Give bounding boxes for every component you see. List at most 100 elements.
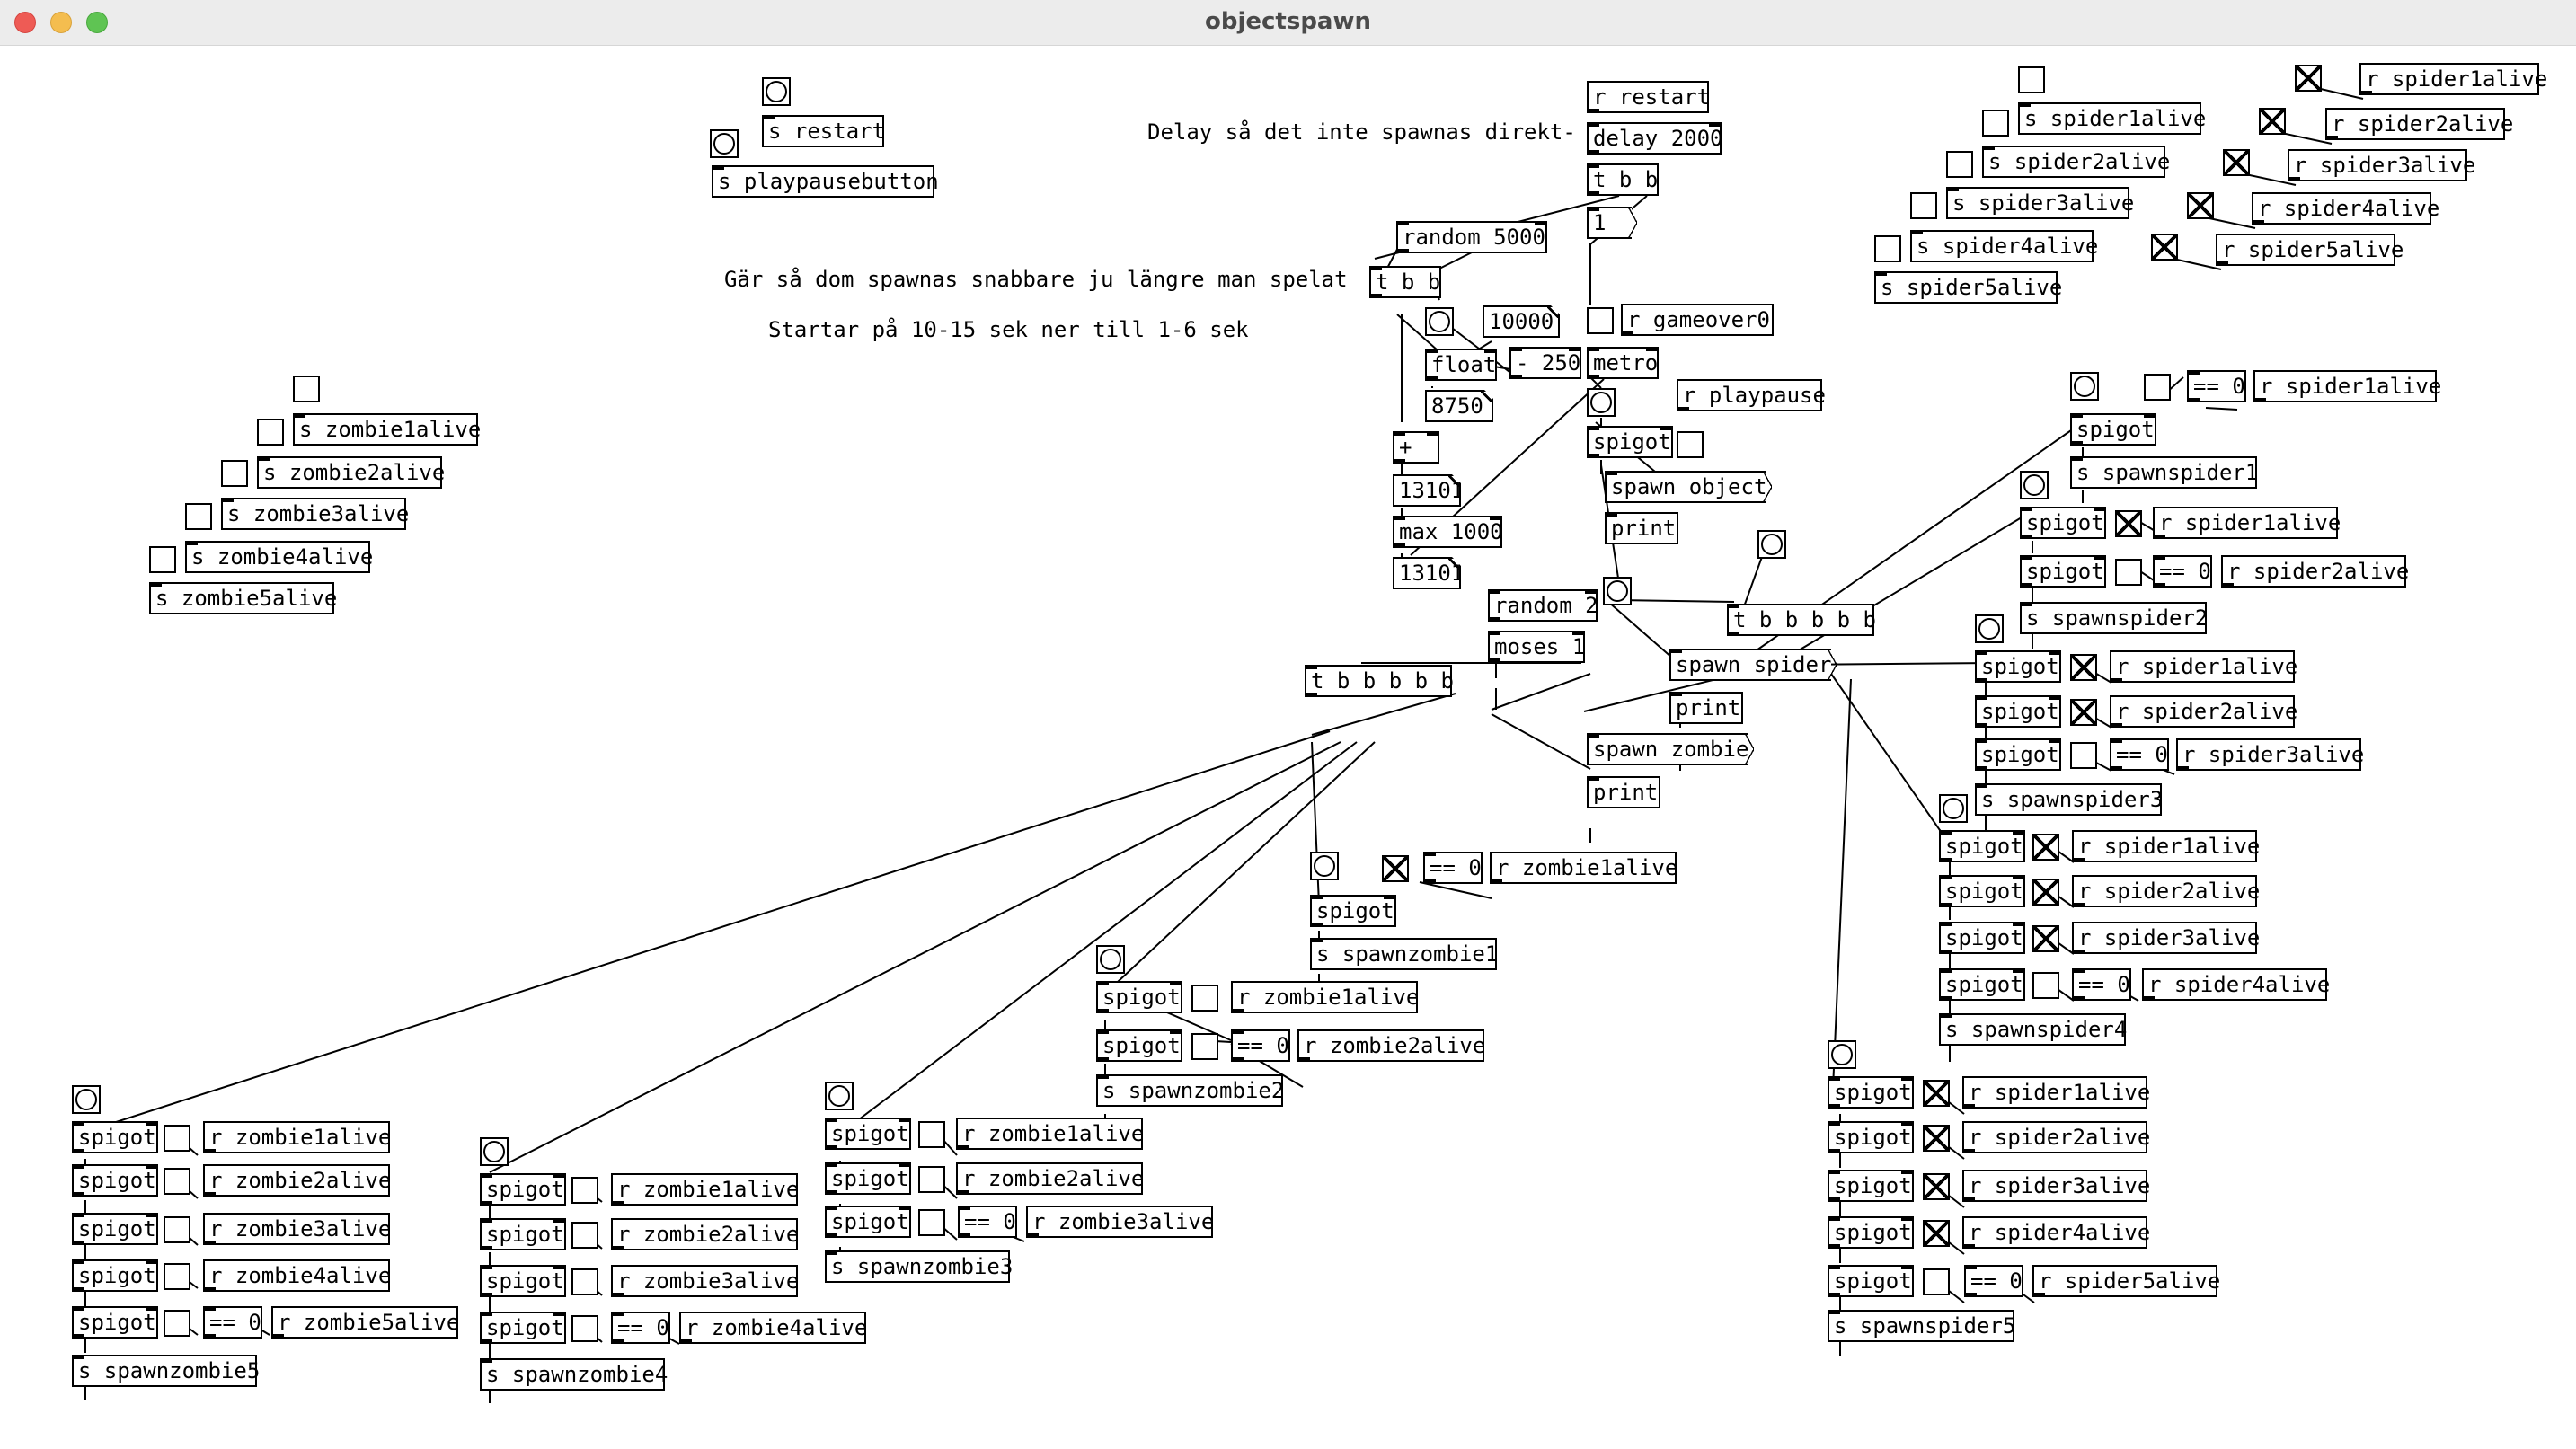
- zombie3-col-t1[interactable]: [918, 1121, 945, 1148]
- gameover-toggle[interactable]: [1587, 307, 1614, 334]
- minimize-button[interactable]: [50, 12, 72, 33]
- spider1-spawn-bang[interactable]: [2070, 372, 2099, 401]
- object-r-spider3alive[interactable]: r spider3alive: [2072, 922, 2260, 954]
- object-spigot[interactable]: spigot: [1828, 1265, 1914, 1297]
- object-print-spider[interactable]: print: [1669, 692, 1743, 724]
- object-spigot[interactable]: spigot: [1939, 830, 2025, 862]
- object-r-spider2alive[interactable]: r spider2alive: [2110, 695, 2297, 728]
- spider3-spawn-bang[interactable]: [1975, 614, 2004, 643]
- zoom-button[interactable]: [86, 12, 108, 33]
- object-minus-250[interactable]: - 250: [1509, 347, 1581, 379]
- zombie1-gate-toggle[interactable]: [1382, 855, 1409, 882]
- spider5-col-t2[interactable]: [1923, 1125, 1950, 1152]
- zombie4-col-t2[interactable]: [571, 1222, 598, 1249]
- object-eq0[interactable]: == 0: [1231, 1029, 1290, 1062]
- spider3-alive-display-toggle[interactable]: [2223, 149, 2250, 176]
- spider5-col-t5[interactable]: [1923, 1268, 1950, 1295]
- zombie2-alive-toggle[interactable]: [257, 419, 284, 446]
- zombie5-spawn-bang[interactable]: [72, 1085, 101, 1114]
- object-r-spider5alive[interactable]: r spider5alive: [2032, 1265, 2220, 1297]
- object-eq0[interactable]: == 0: [1423, 852, 1483, 884]
- spider-trigger-bang[interactable]: [1757, 530, 1786, 559]
- object-spigot[interactable]: spigot: [1828, 1170, 1914, 1202]
- spider2-alive-display-toggle[interactable]: [2259, 108, 2286, 135]
- object-r-zombie2alive[interactable]: r zombie2alive: [1297, 1029, 1485, 1062]
- object-spigot[interactable]: spigot: [72, 1121, 158, 1153]
- spider5-col-t1[interactable]: [1923, 1080, 1950, 1107]
- object-spigot[interactable]: spigot: [72, 1259, 158, 1292]
- restart-bang[interactable]: [762, 77, 791, 106]
- object-r-spider2alive[interactable]: r spider2alive: [2072, 875, 2260, 907]
- spider2-alive-toggle[interactable]: [1982, 110, 2009, 137]
- object-r-spider2alive[interactable]: r spider2alive: [1962, 1121, 2150, 1153]
- object-s-spawnspider1[interactable]: s spawnspider1: [2070, 456, 2258, 489]
- zombie5-col-t4[interactable]: [164, 1263, 190, 1290]
- object-random-2[interactable]: random 2: [1488, 589, 1598, 622]
- spider5-alive-display-toggle[interactable]: [2151, 234, 2178, 261]
- zombie5-col-t2[interactable]: [164, 1168, 190, 1195]
- object-r-zombie4alive[interactable]: r zombie4alive: [679, 1312, 867, 1344]
- object-spigot[interactable]: spigot: [1975, 695, 2061, 728]
- object-delay-2000[interactable]: delay 2000: [1587, 122, 1723, 155]
- object-r-restart[interactable]: r restart: [1587, 81, 1710, 113]
- object-r-spider3alive[interactable]: r spider3alive: [1962, 1170, 2150, 1202]
- object-r-spider1alive[interactable]: r spider1alive: [1962, 1076, 2150, 1109]
- object-t-bbbbb-left[interactable]: t b b b b b: [1305, 665, 1454, 697]
- zombie5-col-t3[interactable]: [164, 1216, 190, 1243]
- spider5-col-t4[interactable]: [1923, 1220, 1950, 1247]
- zombie1-alive-toggle[interactable]: [293, 376, 320, 402]
- object-s-spawnspider2[interactable]: s spawnspider2: [2020, 602, 2208, 634]
- zombie4-col-t4[interactable]: [571, 1315, 598, 1342]
- object-s-zombie4alive[interactable]: s zombie4alive: [185, 541, 373, 573]
- object-r-zombie1alive[interactable]: r zombie1alive: [1231, 981, 1419, 1013]
- object-spigot[interactable]: spigot: [2070, 413, 2156, 446]
- object-s-spawnzombie3[interactable]: s spawnzombie3: [825, 1250, 1013, 1283]
- spider2-col-t2[interactable]: [2115, 559, 2142, 586]
- object-spigot[interactable]: spigot: [480, 1218, 566, 1250]
- object-spigot[interactable]: spigot: [1939, 922, 2025, 954]
- object-r-spider1alive[interactable]: r spider1alive: [2072, 830, 2260, 862]
- zombie5-col-t5[interactable]: [164, 1310, 190, 1337]
- spider3-col-t1[interactable]: [2070, 654, 2097, 681]
- object-max-1000[interactable]: max 1000: [1393, 516, 1503, 548]
- object-spigot[interactable]: spigot: [72, 1213, 158, 1245]
- spider4-col-t1[interactable]: [2032, 834, 2059, 861]
- patch-canvas[interactable]: Delay så det inte spawnas direkt- Gär så…: [0, 45, 2576, 1449]
- number-13101-b[interactable]: 13101: [1393, 557, 1461, 589]
- object-eq0[interactable]: == 0: [1964, 1265, 2023, 1297]
- spider1-alive-display-toggle[interactable]: [2295, 65, 2322, 92]
- object-eq0[interactable]: == 0: [958, 1206, 1017, 1238]
- object-eq0[interactable]: == 0: [2110, 738, 2169, 771]
- spider1-gate-toggle[interactable]: [2144, 374, 2171, 401]
- object-metro[interactable]: metro: [1587, 347, 1659, 379]
- object-r-zombie3alive[interactable]: r zombie3alive: [203, 1213, 391, 1245]
- spawn-bang[interactable]: [1603, 577, 1632, 605]
- object-t-b-b-left[interactable]: t b b: [1369, 266, 1441, 298]
- spider2-spawn-bang[interactable]: [2020, 471, 2049, 499]
- message-spawn-object[interactable]: spawn object: [1605, 471, 1772, 503]
- spider5-spawn-bang[interactable]: [1828, 1040, 1856, 1069]
- object-s-zombie1alive[interactable]: s zombie1alive: [293, 413, 481, 446]
- playpause-bang[interactable]: [710, 129, 739, 158]
- zombie3-spawn-bang[interactable]: [825, 1082, 854, 1110]
- object-spigot[interactable]: spigot: [1975, 650, 2061, 683]
- object-spigot[interactable]: spigot: [72, 1164, 158, 1197]
- object-random-5000[interactable]: random 5000: [1396, 221, 1547, 253]
- object-s-spawnzombie5[interactable]: s spawnzombie5: [72, 1355, 260, 1387]
- object-spigot[interactable]: spigot: [1939, 875, 2025, 907]
- object-r-zombie3alive[interactable]: r zombie3alive: [1026, 1206, 1214, 1238]
- spider3-col-t3[interactable]: [2070, 742, 2097, 769]
- object-spigot[interactable]: spigot: [825, 1118, 911, 1150]
- object-r-zombie4alive[interactable]: r zombie4alive: [203, 1259, 391, 1292]
- object-r-spider2alive-top[interactable]: r spider2alive: [2325, 108, 2513, 140]
- object-moses-1[interactable]: moses 1: [1488, 631, 1585, 663]
- object-r-spider2alive[interactable]: r spider2alive: [2221, 555, 2409, 588]
- spider4-col-t3[interactable]: [2032, 925, 2059, 952]
- object-s-playpausebutton[interactable]: s playpausebutton: [712, 165, 939, 198]
- object-r-zombie1alive[interactable]: r zombie1alive: [203, 1121, 391, 1153]
- object-s-spawnzombie1[interactable]: s spawnzombie1: [1310, 938, 1498, 970]
- float-trigger-bang[interactable]: [1425, 307, 1454, 336]
- object-s-spider4alive[interactable]: s spider4alive: [1910, 230, 2098, 262]
- zombie5-alive-toggle[interactable]: [149, 546, 176, 573]
- spider4-alive-display-toggle[interactable]: [2187, 192, 2214, 219]
